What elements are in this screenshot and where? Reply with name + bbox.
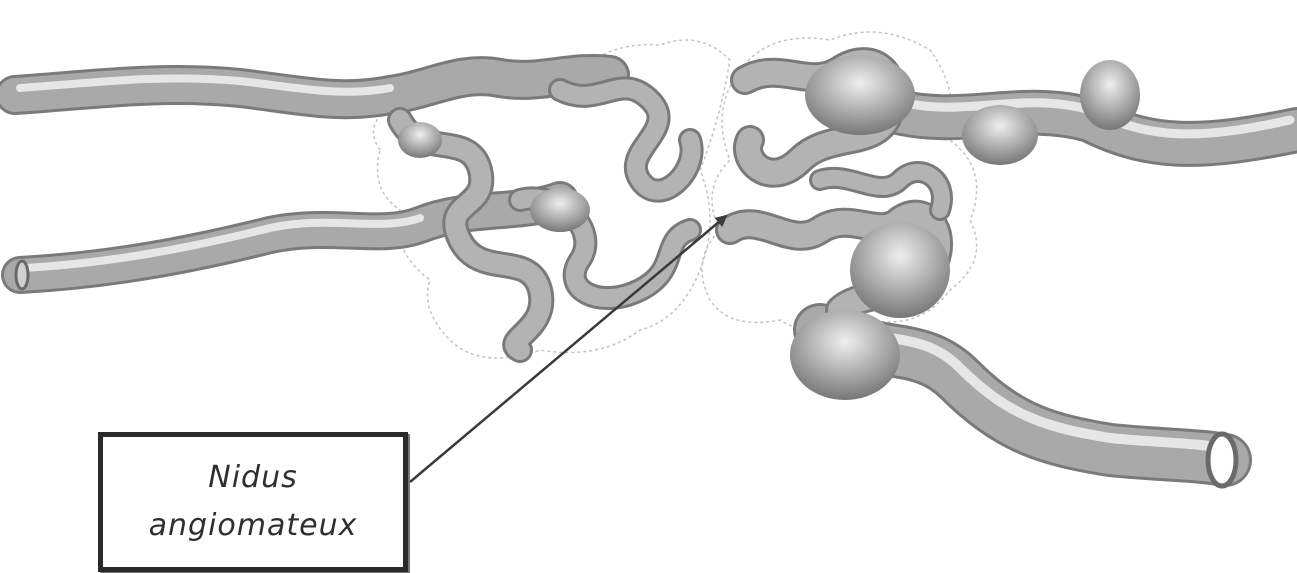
annotation-arrow [409,214,728,483]
annotation-line-2: angiomateux [148,508,358,543]
annotation-line-1: Nidus [208,460,298,495]
nidus-cloud-left [372,39,731,359]
vessel-top-left [0,57,627,117]
nidus-cloud-right [701,31,978,334]
nidus-cloud [372,31,978,359]
vessel-opening-right [1205,431,1239,489]
annotation-box: Nidus angiomateux [98,432,408,572]
vessel-opening-left [14,259,30,291]
vessel-bottom-left [4,184,576,291]
vessel-dilatations [398,55,1140,400]
